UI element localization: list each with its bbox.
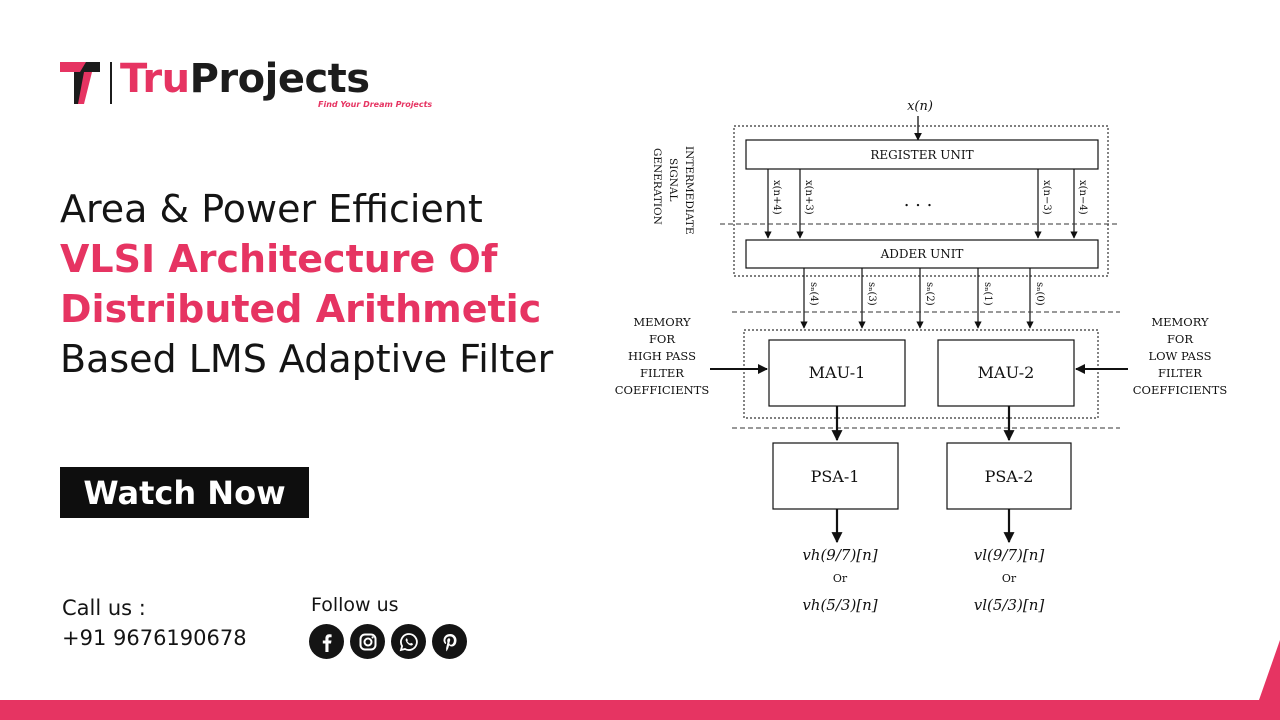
bottom-accent-bar: [0, 700, 1280, 720]
memory-left-line-5: COEFFICIENTS: [615, 383, 710, 397]
social-links: [309, 624, 467, 659]
tap-label-2: x(n+3): [803, 180, 814, 215]
mau-2-label: MAU-2: [978, 363, 1035, 382]
side-label-intermediate: INTERMEDIATE: [683, 146, 695, 235]
register-unit-label: REGISTER UNIT: [870, 148, 973, 162]
psa-1-label: PSA-1: [811, 467, 860, 486]
truprojects-logo-icon: [60, 62, 100, 104]
output-h-or: Or: [833, 572, 848, 585]
sum-label-0: sₙ(0): [1034, 282, 1045, 306]
mau-1-block: [768, 339, 906, 407]
brand-logo: TruProjects Find Your Dream Projects: [60, 56, 440, 114]
whatsapp-icon[interactable]: [391, 624, 426, 659]
adder-unit-block: [745, 239, 1099, 269]
headline-line-3: Distributed Arithmetic: [60, 287, 542, 331]
sum-label-1: sₙ(1): [982, 282, 993, 306]
architecture-diagram: x(n) INTERMEDIATE SIGNAL GENERATION REGI…: [600, 88, 1240, 628]
output-l-or: Or: [1002, 572, 1017, 585]
sum-label-4: sₙ(4): [808, 282, 819, 306]
tap-ellipsis: . . .: [904, 190, 933, 211]
logo-divider: [110, 62, 112, 104]
watch-now-button[interactable]: Watch Now: [60, 467, 309, 518]
call-label: Call us :: [62, 596, 146, 620]
mau-1-label: MAU-1: [809, 363, 866, 382]
brand-tagline: Find Your Dream Projects: [318, 100, 433, 109]
output-h-53: vh(5/3)[n]: [802, 596, 877, 614]
memory-right-line-2: FOR: [1167, 332, 1193, 346]
psa-1-block: [772, 442, 899, 510]
sum-label-3: sₙ(3): [866, 282, 877, 306]
memory-right-line-5: COEFFICIENTS: [1133, 383, 1228, 397]
facebook-icon[interactable]: [309, 624, 344, 659]
input-label: x(n): [907, 99, 933, 114]
phone-number[interactable]: +91 9676190678: [62, 626, 247, 650]
headline-line-1: Area & Power Efficient: [60, 187, 483, 231]
psa-2-block: [946, 442, 1072, 510]
pinterest-icon[interactable]: [432, 624, 467, 659]
instagram-icon[interactable]: [350, 624, 385, 659]
output-l-97: vl(9/7)[n]: [974, 546, 1045, 564]
tap-label-1: x(n+4): [771, 180, 782, 215]
memory-right-line-4: FILTER: [1158, 366, 1202, 380]
headline-line-4: Based LMS Adaptive Filter: [60, 337, 554, 381]
side-label-generation: GENERATION: [651, 148, 663, 225]
adder-unit-label: ADDER UNIT: [880, 247, 964, 261]
mau-2-block: [937, 339, 1075, 407]
memory-left-line-2: FOR: [649, 332, 675, 346]
signal-generation-box: [733, 125, 1109, 277]
psa-2-label: PSA-2: [985, 467, 1034, 486]
tap-label-4: x(n−4): [1077, 180, 1088, 215]
memory-right-line-3: LOW PASS: [1148, 349, 1211, 363]
output-h-97: vh(9/7)[n]: [802, 546, 877, 564]
mau-group-box: [743, 329, 1099, 419]
brand-name: TruProjects: [120, 56, 370, 102]
headline-line-2: VLSI Architecture Of: [60, 237, 498, 281]
sum-label-2: sₙ(2): [924, 282, 935, 306]
headline: Area & Power Efficient VLSI Architecture…: [60, 184, 620, 384]
memory-left-line-4: FILTER: [640, 366, 684, 380]
tap-label-3: x(n−3): [1041, 180, 1052, 215]
output-l-53: vl(5/3)[n]: [974, 596, 1045, 614]
memory-right-line-1: MEMORY: [1151, 315, 1209, 329]
memory-left-line-3: HIGH PASS: [628, 349, 696, 363]
register-unit-block: [745, 139, 1099, 170]
memory-left-line-1: MEMORY: [633, 315, 691, 329]
side-label-signal: SIGNAL: [667, 158, 679, 201]
follow-label: Follow us: [311, 594, 399, 616]
